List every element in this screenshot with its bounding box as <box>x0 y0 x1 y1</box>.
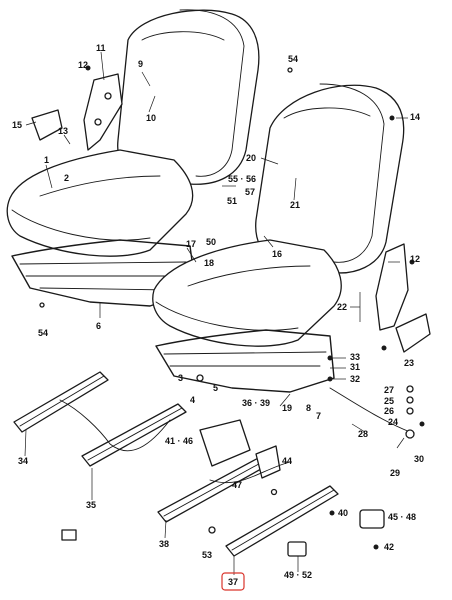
left-seat-cushion <box>6 149 194 257</box>
part-label: 4 <box>190 395 195 405</box>
part-label: 8 <box>306 403 311 413</box>
part-label: 22 <box>337 302 347 312</box>
part-label: 32 <box>350 374 360 384</box>
part-label: 47 <box>232 480 242 490</box>
part-label: 26 <box>384 406 394 416</box>
part-label: 5 <box>213 383 218 393</box>
right-seat-frame <box>155 329 335 393</box>
leader-lines <box>24 51 408 575</box>
part-label: 1 <box>44 155 49 165</box>
part-label: 12 <box>410 254 420 264</box>
part-label: 16 <box>272 249 282 259</box>
part-label: 30 <box>414 454 424 464</box>
part-label: 54 <box>38 328 48 338</box>
part-label: 28 <box>358 429 368 439</box>
part-label: 6 <box>96 321 101 331</box>
part-label: 13 <box>58 126 68 136</box>
part-label: 10 <box>146 113 156 123</box>
right-seat-cushion <box>152 239 342 347</box>
seat-rails <box>13 371 385 557</box>
part-label: 54 <box>288 54 298 64</box>
part-label: 21 <box>290 200 300 210</box>
part-label: 27 <box>384 385 394 395</box>
part-labels: 11 12 9 10 54 15 13 14 1 2 20 55 · 56 57… <box>12 43 424 587</box>
part-label: 38 <box>159 539 169 549</box>
fasteners <box>39 65 425 550</box>
part-label: 17 <box>186 239 196 249</box>
part-label: 12 <box>78 60 88 70</box>
part-label: 29 <box>390 468 400 478</box>
part-label: 11 <box>96 43 106 53</box>
part-label: 14 <box>410 112 420 122</box>
part-label: 2 <box>64 173 69 183</box>
part-label: 50 <box>206 237 216 247</box>
part-label: 55 · 56 <box>228 174 256 184</box>
part-label: 42 <box>384 542 394 552</box>
part-label: 36 · 39 <box>242 398 270 408</box>
part-label: 24 <box>388 417 398 427</box>
part-label: 53 <box>202 550 212 560</box>
part-label: 45 · 48 <box>388 512 416 522</box>
part-label: 51 <box>227 196 237 206</box>
part-label: 25 <box>384 396 394 406</box>
part-label: 20 <box>246 153 256 163</box>
part-label: 31 <box>350 362 360 372</box>
right-seat <box>152 83 431 439</box>
part-label: 40 <box>338 508 348 518</box>
part-label: 18 <box>204 258 214 268</box>
part-label: 7 <box>316 411 321 421</box>
part-label: 49 · 52 <box>284 570 312 580</box>
part-label: 44 <box>282 456 292 466</box>
part-label: 23 <box>404 358 414 368</box>
part-label: 57 <box>245 187 255 197</box>
left-seat <box>6 9 260 307</box>
part-label: 9 <box>138 59 143 69</box>
part-label: 15 <box>12 120 22 130</box>
highlight-box <box>221 572 245 591</box>
part-label-highlighted: 37 <box>228 577 238 587</box>
part-label: 3 <box>178 373 183 383</box>
part-label: 35 <box>86 500 96 510</box>
part-label: 34 <box>18 456 28 466</box>
part-label: 19 <box>282 403 292 413</box>
part-label: 33 <box>350 352 360 362</box>
part-label: 41 · 46 <box>165 436 193 446</box>
